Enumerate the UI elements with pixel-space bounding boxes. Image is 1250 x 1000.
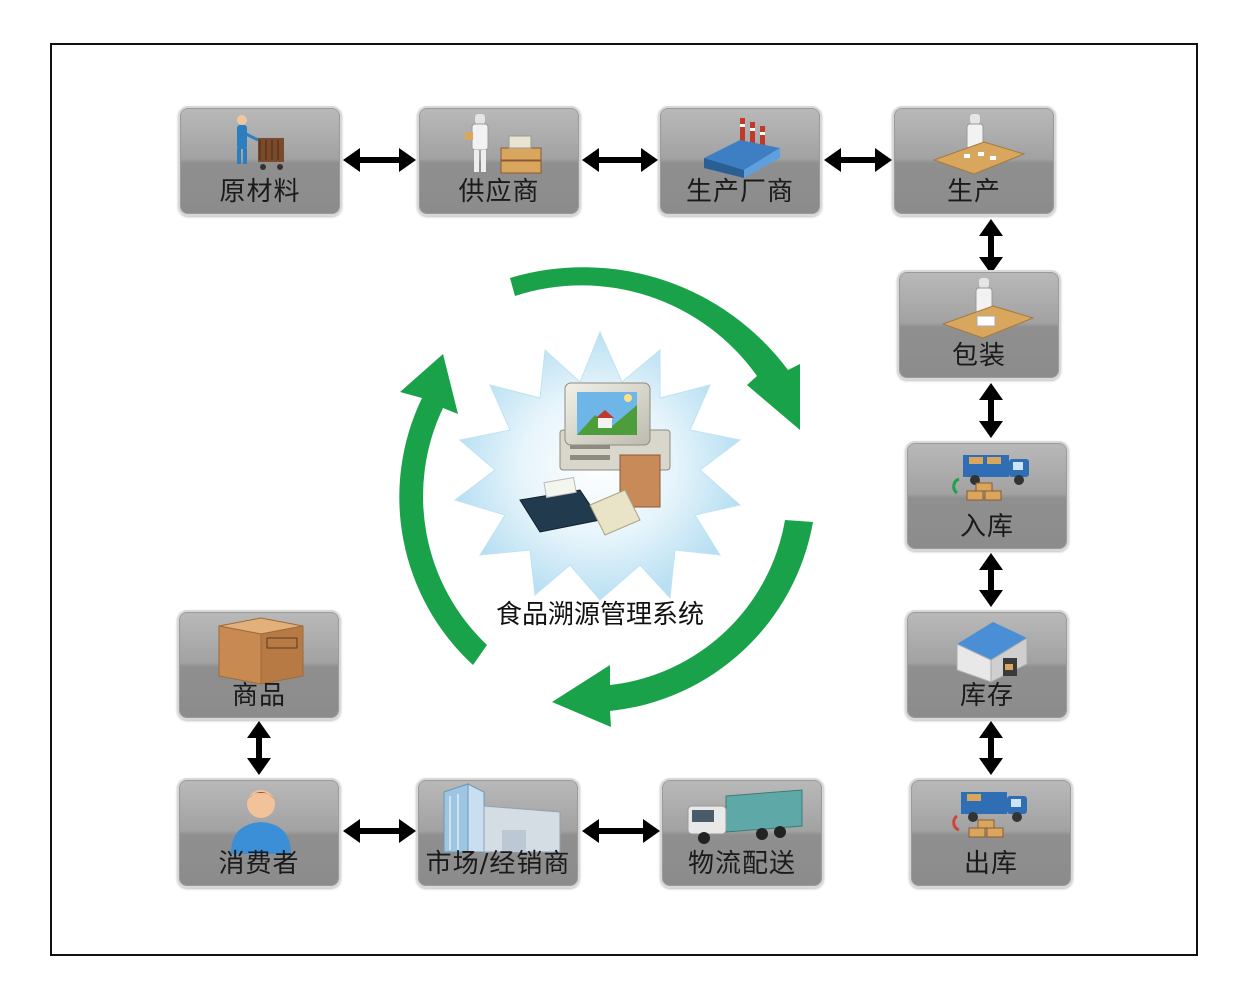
delivery-truck-icon [687,789,803,844]
node-consumer: 消费者 [177,778,341,888]
node-raw-materials: 原材料 [178,106,342,216]
node-manufacturer: 生产厂商 [658,106,822,216]
connector-production-packaging [979,219,1003,274]
node-logistics: 物流配送 [660,778,824,888]
warehouse-icon [956,622,1028,683]
person-icon [231,790,291,854]
connector-raw-supplier [343,148,416,172]
node-label: 原材料 [219,177,301,207]
node-warehousing-in: 入库 [905,441,1069,551]
node-label: 出库 [963,849,1018,879]
businessman-with-boxes-icon [465,114,542,174]
center-title: 食品溯源管理系统 [495,600,704,630]
connector-manufacturer-production [824,148,892,172]
node-supplier: 供应商 [417,106,581,216]
connector-market-logistics [582,819,660,843]
node-label: 消费者 [218,849,300,879]
node-market-dealer: 市场/经销商 [416,778,580,888]
node-label: 物流配送 [687,849,796,879]
connector-consumer-market [343,819,416,843]
node-production: 生产 [892,106,1056,216]
node-inventory: 库存 [905,610,1069,720]
cycle-arrow-top-right [510,267,800,430]
cycle-arrow-left [399,354,487,665]
node-warehousing-out: 出库 [909,778,1073,888]
node-label: 库存 [959,681,1014,711]
truck-with-boxes-icon [952,455,1029,501]
truck-unloading-icon [952,792,1027,838]
worker-at-table-icon [932,114,1026,175]
cardboard-box-icon [218,617,304,685]
cycle-arrows [399,267,813,727]
connector-in-inventory [979,553,1003,607]
node-label: 包装 [951,341,1006,371]
node-label: 商品 [231,681,286,711]
computer-system-icon [519,382,671,536]
building-icon [443,783,561,853]
node-label: 生产 [946,177,1001,207]
node-label: 市场/经销商 [425,849,571,879]
connector-packaging-in [979,383,1003,438]
worker-with-cart-icon [237,115,284,170]
diagram-frame [50,43,1198,956]
cycle-arrow-bottom [552,520,813,727]
packing-worker-icon [941,278,1035,339]
node-packaging: 包装 [897,270,1061,380]
node-label: 生产厂商 [685,177,794,207]
node-label: 入库 [959,512,1014,542]
node-goods: 商品 [177,610,341,720]
connector-goods-consumer [247,721,271,775]
connectors [247,148,1003,843]
factory-icon [704,118,780,178]
node-label: 供应商 [458,177,540,207]
connector-inventory-out [979,721,1003,775]
connector-supplier-manufacturer [582,148,658,172]
